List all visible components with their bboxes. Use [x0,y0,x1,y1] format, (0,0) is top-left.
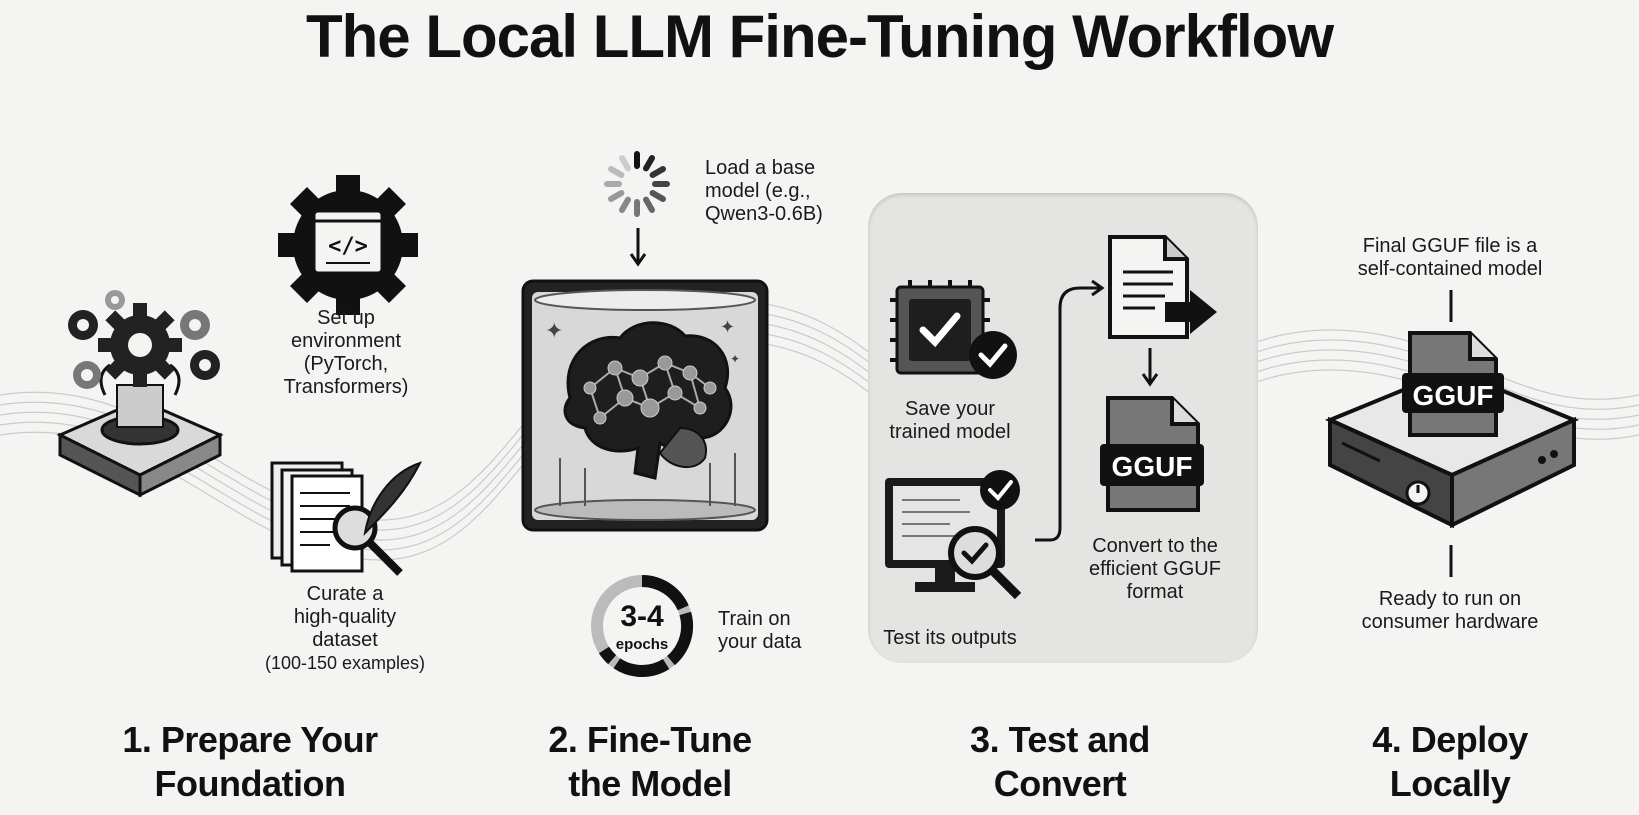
gears-pedestal-icon [56,290,224,498]
step-4-line-2: Locally [1389,763,1511,804]
convert-label: Convert to the efficient GGUF format [1060,535,1250,604]
convert-line-2: efficient GGUF [1089,558,1221,580]
train-line-1: Train on [718,608,791,630]
vertical-connector-top [1449,290,1453,322]
vertical-connector-bottom [1449,545,1453,577]
dataset-label: Curate a high-quality dataset (100-150 e… [240,583,450,675]
svg-text:✦: ✦ [545,318,563,343]
step-3-title: 3. Test and Convert [910,718,1210,806]
epochs-value: 3-4 [620,600,664,633]
load-line-3: Qwen3-0.6B) [705,203,823,225]
convert-line-3: format [1126,581,1184,603]
step-1-line-1: 1. Prepare Your [122,719,378,760]
load-line-1: Load a base [705,157,816,179]
env-line-1: Set up [317,307,375,329]
ready-line-2: consumer hardware [1361,611,1539,633]
convert-line-1: Convert to the [1092,535,1218,557]
dataset-line-2: high-quality [293,606,397,628]
step-2-title: 2. Fine-Tune the Model [500,718,800,806]
dataset-line-4: (100-150 examples) [264,653,426,673]
final-line-2: self-contained model [1357,258,1543,280]
epochs-ring-icon [591,575,694,677]
step-2-line-2: the Model [568,763,732,804]
save-line-1: Save your [904,398,996,420]
gguf-label-deploy: GGUF [1412,380,1494,411]
code-gear-icon: </> [278,175,418,315]
save-label: Save your trained model [860,398,1040,444]
step-2-line-1: 2. Fine-Tune [548,719,752,760]
dataset-line-3: dataset [312,629,378,651]
brain-chamber-icon: ✦ ✦ ✦ [521,279,769,532]
step-1-line-2: Foundation [154,763,346,804]
step-3-line-2: Convert [993,763,1127,804]
train-label: Train on your data [718,608,858,654]
step-3-line-1: 3. Test and [970,719,1150,760]
env-line-2: environment [290,330,402,352]
epochs-unit: epochs [615,636,669,653]
load-line-2: model (e.g., [705,180,811,202]
load-model-label: Load a base model (e.g., Qwen3-0.6B) [705,157,875,226]
env-line-4: Transformers) [283,376,409,398]
env-line-3: (PyTorch, [303,353,389,375]
step-1-title: 1. Prepare Your Foundation [80,718,420,806]
down-arrow-small-icon [1141,348,1159,387]
ready-label: Ready to run on consumer hardware [1330,588,1570,634]
loading-spinner-icon [604,151,670,217]
page-title: The Local LLM Fine-Tuning Workflow [305,3,1334,70]
svg-text:✦: ✦ [720,317,735,337]
svg-text:</>: </> [328,234,368,259]
final-gguf-label: Final GGUF file is a self-contained mode… [1330,235,1570,281]
gguf-file-icon [1100,396,1204,512]
ready-line-1: Ready to run on [1378,588,1522,610]
save-line-2: trained model [889,421,1011,443]
step-4-title: 4. Deploy Locally [1300,718,1600,806]
dataset-line-1: Curate a [306,583,384,605]
down-arrow-icon [629,228,647,267]
step-4-line-1: 4. Deploy [1372,719,1528,760]
test-outputs-label: Test its outputs [883,627,1017,649]
documents-magnifier-icon [270,461,422,576]
train-line-2: your data [718,631,802,653]
flow-arrow-curve [1035,279,1105,542]
chip-check-icon [890,280,1017,379]
final-line-1: Final GGUF file is a [1362,235,1538,257]
monitor-magnifier-icon [885,470,1022,600]
document-export-icon [1108,235,1217,339]
svg-text:✦: ✦ [730,352,740,366]
device-gguf-icon [1324,331,1580,529]
gguf-label-convert: GGUF [1111,451,1193,482]
env-label: Set up environment (PyTorch, Transformer… [256,307,436,399]
